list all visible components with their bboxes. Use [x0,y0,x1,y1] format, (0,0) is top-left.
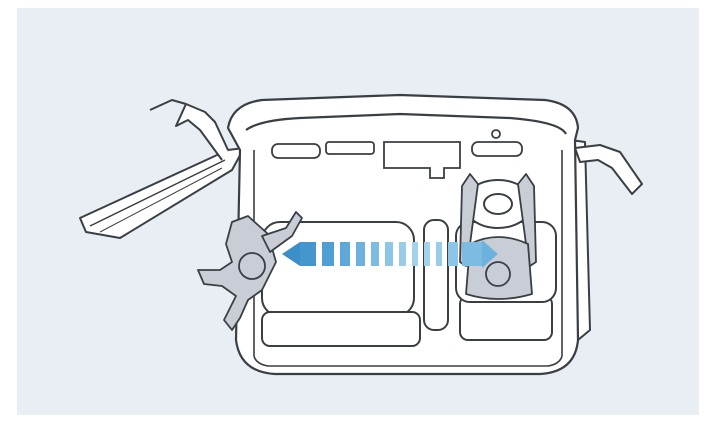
open-right-door [569,139,643,341]
walkthrough-arrow-icon [282,240,498,268]
open-left-door [79,99,245,239]
passenger-icon [197,211,303,331]
dashboard [271,129,523,179]
